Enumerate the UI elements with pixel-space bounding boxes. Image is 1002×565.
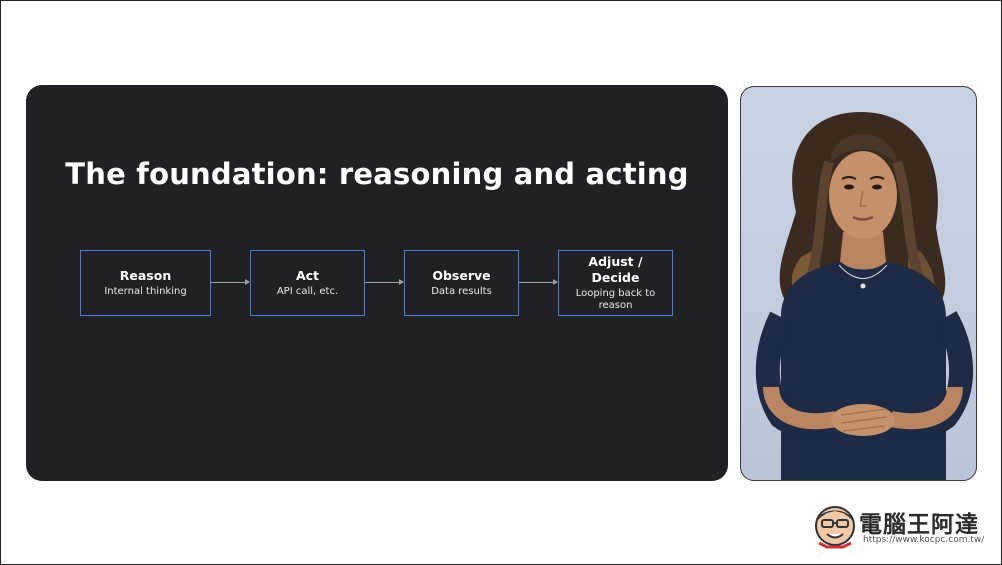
arrow-right-icon bbox=[519, 279, 558, 285]
presenter-video bbox=[740, 86, 977, 481]
presenter-video-icon bbox=[755, 112, 974, 480]
step-observe: Observe Data results bbox=[404, 250, 519, 316]
step-act: Act API call, etc. bbox=[250, 250, 365, 316]
presentation-slide: The foundation: reasoning and acting Rea… bbox=[26, 85, 728, 481]
step-label: Act bbox=[295, 268, 320, 283]
step-description: Data results bbox=[431, 286, 492, 297]
step-label: Adjust / Decide bbox=[588, 254, 643, 285]
mascot-icon bbox=[815, 506, 855, 549]
arrow-right-icon bbox=[365, 279, 404, 285]
slide-title: The foundation: reasoning and acting bbox=[65, 157, 689, 191]
watermark-url: https://www.kocpc.com.tw/ bbox=[863, 535, 985, 545]
step-description: Looping back to reason bbox=[575, 288, 656, 311]
step-adjust-decide: Adjust / Decide Looping back to reason bbox=[558, 250, 673, 316]
watermark-title: 電腦王阿達 bbox=[859, 512, 979, 538]
step-description: Internal thinking bbox=[104, 286, 187, 297]
arrow-right-icon bbox=[211, 279, 250, 285]
watermark: 電腦王阿達 https://www.kocpc.com.tw/ bbox=[813, 501, 993, 553]
step-label: Observe bbox=[432, 268, 491, 283]
step-description: API call, etc. bbox=[276, 286, 339, 297]
step-label: Reason bbox=[119, 268, 172, 283]
step-reason: Reason Internal thinking bbox=[80, 250, 211, 316]
